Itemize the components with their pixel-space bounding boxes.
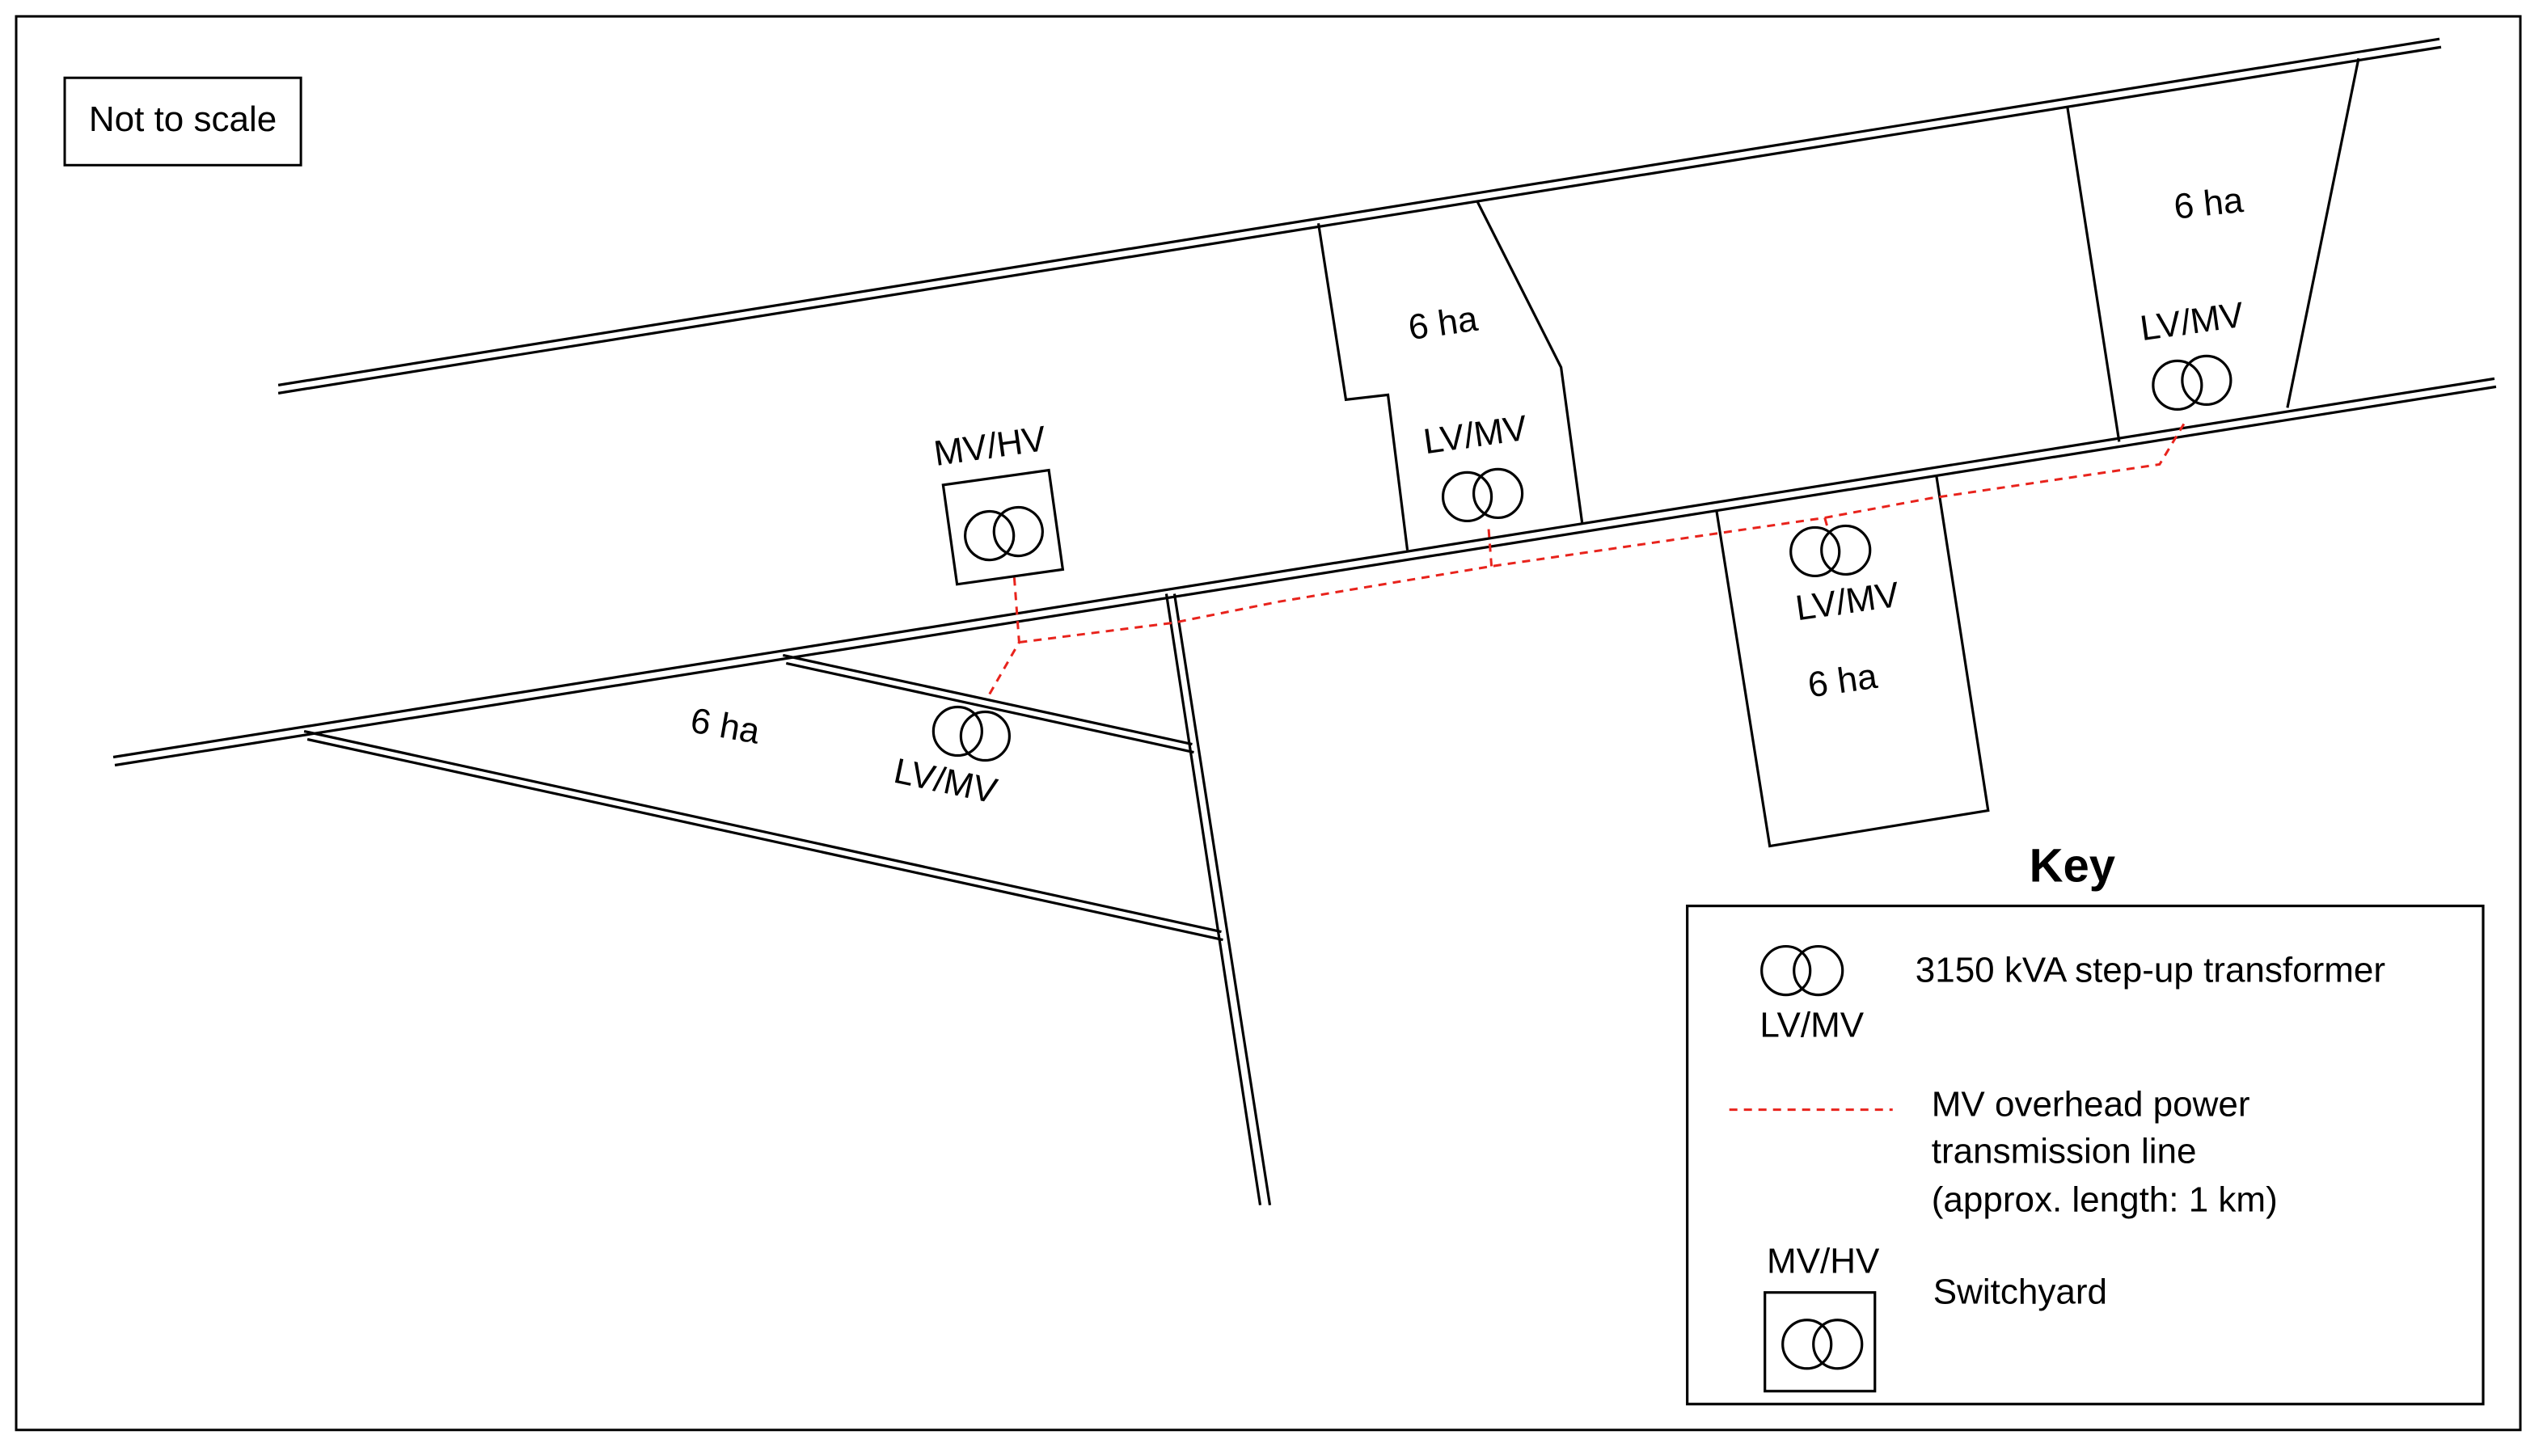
mv-overhead-line — [986, 423, 2186, 700]
key-mv-line-desc-3: (approx. length: 1 km) — [1932, 1180, 2278, 1220]
key-switchyard-desc: Switchyard — [1933, 1272, 2107, 1312]
center-plot-boundary-right — [1476, 200, 1584, 523]
key-transformer-desc: 3150 kVA step-up transformer — [1916, 951, 2385, 990]
lower-plot-boundary — [1715, 475, 1990, 848]
transformer-lower — [1789, 524, 1872, 578]
not-to-scale-text: Not to scale — [89, 99, 277, 139]
transformer-right — [2152, 354, 2233, 411]
switchyard-label: MV/HV — [931, 419, 1049, 474]
key-switchyard-icon — [1764, 1291, 1877, 1393]
right-plot-boundary-left — [2066, 107, 2121, 442]
key-mv-line-desc-1: MV overhead power — [1932, 1085, 2250, 1125]
transformer-center-label: LV/MV — [1421, 408, 1530, 462]
right-plot-boundary-right — [2286, 57, 2360, 408]
transformer-center — [1441, 467, 1524, 523]
transformer-left — [931, 705, 1011, 762]
plot-center-area: 6 ha — [1406, 299, 1481, 348]
transformer-lower-label: LV/MV — [1793, 575, 1903, 629]
key-transformer-label: LV/MV — [1759, 1006, 1864, 1045]
center-plot-boundary — [1316, 223, 1409, 551]
key-mv-line-desc-2: transmission line — [1932, 1132, 2197, 1171]
plot-lower-area: 6 ha — [1806, 656, 1880, 706]
key-transformer-icon — [1760, 944, 1844, 997]
plot-left-area: 6 ha — [687, 701, 762, 752]
upper-road — [277, 37, 2442, 395]
diagram-frame — [15, 15, 2522, 1432]
key-switchyard-label: MV/HV — [1767, 1242, 1880, 1281]
transformer-right-label: LV/MV — [2138, 295, 2247, 349]
key-title: Key — [2030, 840, 2115, 893]
switchyard — [941, 468, 1065, 586]
plot-right-area: 6 ha — [2172, 180, 2245, 227]
not-to-scale-note: Not to scale — [63, 76, 302, 167]
key-box: LV/MV 3150 kVA step-up transformer MV ov… — [1686, 904, 2485, 1406]
branch-road — [1164, 593, 1272, 1205]
main-road — [112, 377, 2497, 767]
lower-left-plot-roads — [303, 653, 1223, 942]
